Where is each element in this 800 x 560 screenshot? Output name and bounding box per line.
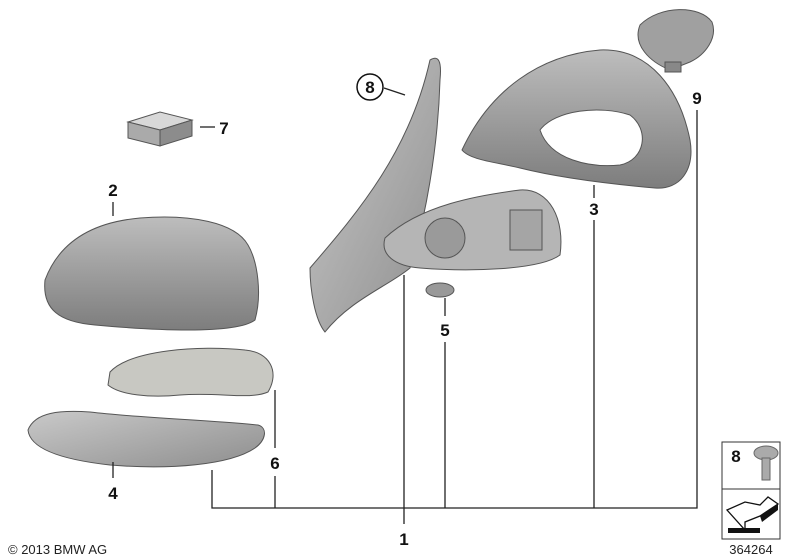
part-label-4: 4 xyxy=(108,484,118,503)
part-6-turn-signal xyxy=(107,347,274,397)
part-label-3: 3 xyxy=(589,200,598,219)
arrow-left-icon xyxy=(725,496,780,533)
part-3-housing xyxy=(461,49,692,189)
part-1-mirror-drive xyxy=(383,189,562,271)
leader-lines xyxy=(112,87,698,524)
part-label-5: 5 xyxy=(440,321,449,340)
part-9-motor xyxy=(637,9,714,73)
part-label-9: 9 xyxy=(692,89,701,108)
part-4-lower-trim xyxy=(27,410,265,468)
part-label-1: 1 xyxy=(399,530,408,549)
part-label-7: 7 xyxy=(219,119,228,138)
part-7-block xyxy=(126,111,194,147)
legend-part-number: 8 xyxy=(731,447,740,466)
part-label-6: 6 xyxy=(270,454,279,473)
part-label-8: 8 xyxy=(365,78,374,97)
legend-box: 8 xyxy=(721,441,781,540)
part-2-mirror-cap xyxy=(44,216,260,331)
copyright: © 2013 BMW AG xyxy=(8,542,107,557)
part-label-2: 2 xyxy=(108,181,117,200)
diagram-id: 364264 xyxy=(729,542,772,557)
part-5-cover-disc xyxy=(425,282,455,298)
label-8-circle xyxy=(356,73,384,101)
screw-icon xyxy=(753,445,779,481)
